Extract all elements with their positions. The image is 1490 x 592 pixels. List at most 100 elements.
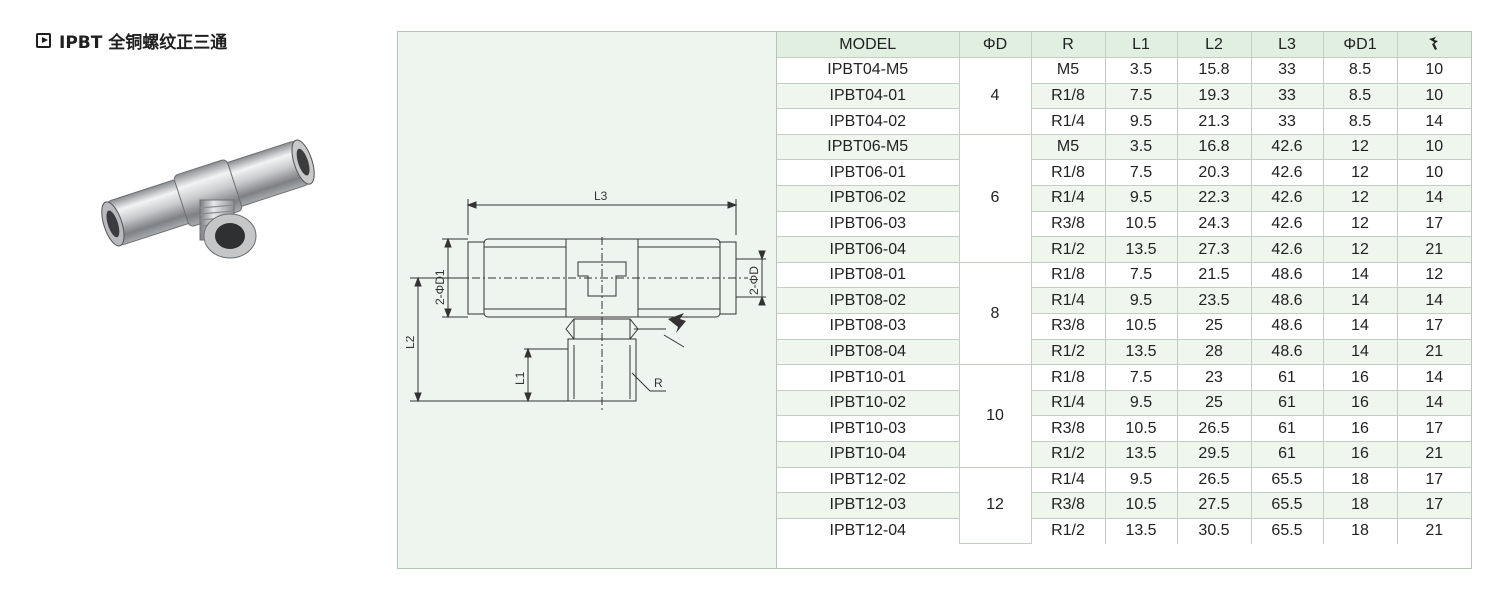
cell-d1: 16: [1322, 364, 1398, 391]
cell-l1: 10.5: [1104, 415, 1178, 442]
header-d1: ΦD1: [1322, 32, 1398, 59]
cell-r: R1/2: [1030, 236, 1106, 263]
cell-l2: 26.5: [1176, 415, 1252, 442]
cell-r: R1/4: [1030, 287, 1106, 315]
product-photo: [88, 108, 328, 283]
cell-l1: 10.5: [1104, 210, 1178, 238]
cell-l1: 9.5: [1104, 466, 1178, 494]
cell-wrench: 17: [1396, 492, 1471, 519]
cell-d1: 18: [1322, 492, 1398, 519]
cell-l2: 19.3: [1176, 82, 1252, 110]
cell-r: R3/8: [1030, 313, 1106, 340]
cell-model: IPBT08-04: [777, 338, 960, 366]
label-d1: 2-ΦD1: [433, 269, 447, 305]
cell-wrench: 21: [1396, 517, 1471, 544]
cell-r: R1/4: [1030, 108, 1106, 135]
cell-r: R1/4: [1030, 185, 1106, 212]
cell-model: IPBT08-01: [777, 261, 960, 289]
cell-d1: 14: [1322, 287, 1398, 315]
cell-d1: 18: [1322, 466, 1398, 494]
cell-d1: 14: [1322, 261, 1398, 289]
cell-wrench: 14: [1396, 389, 1471, 417]
cell-l1: 13.5: [1104, 441, 1178, 468]
cell-model: IPBT06-M5: [777, 133, 960, 161]
cell-l1: 13.5: [1104, 517, 1178, 544]
cell-d1: 8.5: [1322, 82, 1398, 110]
header-l2: L2: [1176, 32, 1252, 59]
cell-l2: 25: [1176, 313, 1252, 340]
cell-l3: 61: [1250, 415, 1324, 442]
cell-d: 4: [958, 57, 1032, 135]
cell-wrench: 21: [1396, 236, 1471, 263]
cell-l3: 42.6: [1250, 185, 1324, 212]
spec-panel: L3 2-ΦD1 2-ΦD: [397, 31, 1472, 569]
cell-l3: 42.6: [1250, 236, 1324, 263]
cell-l1: 10.5: [1104, 492, 1178, 519]
wrench-icon: [1429, 37, 1439, 51]
cell-d1: 16: [1322, 415, 1398, 442]
cell-r: R1/4: [1030, 389, 1106, 417]
cell-l1: 13.5: [1104, 236, 1178, 263]
cell-l1: 3.5: [1104, 57, 1178, 84]
cell-d1: 12: [1322, 159, 1398, 187]
cell-l1: 7.5: [1104, 159, 1178, 187]
cell-r: M5: [1030, 133, 1106, 161]
cell-wrench: 14: [1396, 364, 1471, 391]
cell-l3: 33: [1250, 82, 1324, 110]
cell-r: R1/2: [1030, 517, 1106, 544]
cell-d1: 14: [1322, 313, 1398, 340]
cell-l1: 13.5: [1104, 338, 1178, 366]
header-l3: L3: [1250, 32, 1324, 59]
cell-model: IPBT10-04: [777, 441, 960, 468]
cell-d: 8: [958, 261, 1032, 366]
cell-l2: 21.5: [1176, 261, 1252, 289]
cell-r: R3/8: [1030, 415, 1106, 442]
cell-wrench: 14: [1396, 287, 1471, 315]
cell-wrench: 21: [1396, 441, 1471, 468]
cell-d1: 8.5: [1322, 57, 1398, 84]
cell-l2: 23: [1176, 364, 1252, 391]
cell-model: IPBT10-01: [777, 364, 960, 391]
cell-l3: 42.6: [1250, 210, 1324, 238]
cell-wrench: 17: [1396, 466, 1471, 494]
cell-model: IPBT06-01: [777, 159, 960, 187]
cell-l1: 7.5: [1104, 261, 1178, 289]
cell-d1: 14: [1322, 338, 1398, 366]
label-d: 2-ΦD: [747, 266, 761, 295]
cell-wrench: 10: [1396, 57, 1471, 84]
cell-l1: 9.5: [1104, 108, 1178, 135]
cell-l3: 42.6: [1250, 133, 1324, 161]
cell-l2: 30.5: [1176, 517, 1252, 544]
cell-d1: 12: [1322, 185, 1398, 212]
cell-l1: 7.5: [1104, 82, 1178, 110]
cell-l3: 48.6: [1250, 261, 1324, 289]
cell-l2: 22.3: [1176, 185, 1252, 212]
cell-l2: 28: [1176, 338, 1252, 366]
cell-l2: 29.5: [1176, 441, 1252, 468]
cell-l2: 16.8: [1176, 133, 1252, 161]
header-l1: L1: [1104, 32, 1178, 59]
label-l1: L1: [513, 371, 527, 385]
header-r: R: [1030, 32, 1106, 59]
cell-d: 6: [958, 133, 1032, 263]
cell-l3: 33: [1250, 108, 1324, 135]
cell-l3: 48.6: [1250, 338, 1324, 366]
cell-r: R1/8: [1030, 82, 1106, 110]
cell-l2: 24.3: [1176, 210, 1252, 238]
title-text: IPBT 全铜螺纹正三通: [59, 33, 228, 53]
cell-model: IPBT12-04: [777, 517, 960, 544]
